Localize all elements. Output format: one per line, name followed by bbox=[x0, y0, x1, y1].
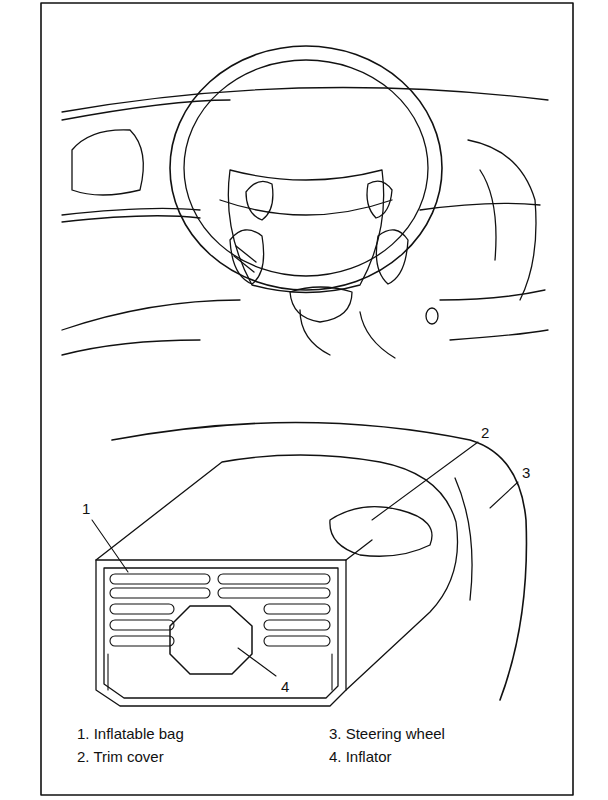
leader-lines bbox=[92, 442, 518, 676]
callout-number: 3 bbox=[522, 464, 530, 482]
dashboard-view bbox=[62, 46, 548, 358]
folded-bag bbox=[108, 574, 332, 690]
inflator bbox=[170, 606, 252, 674]
legend-entry: 3. Steering wheel bbox=[329, 725, 445, 743]
callout-number: 2 bbox=[481, 424, 489, 442]
callout-number: 1 bbox=[82, 500, 90, 518]
airbag-module-detail bbox=[96, 423, 526, 707]
legend-entry: 4. Inflator bbox=[329, 748, 392, 766]
figure-frame bbox=[41, 3, 573, 795]
legend-entry: 1. Inflatable bag bbox=[77, 725, 184, 743]
legend-entry: 2. Trim cover bbox=[77, 748, 164, 766]
callout-number: 4 bbox=[281, 678, 289, 696]
